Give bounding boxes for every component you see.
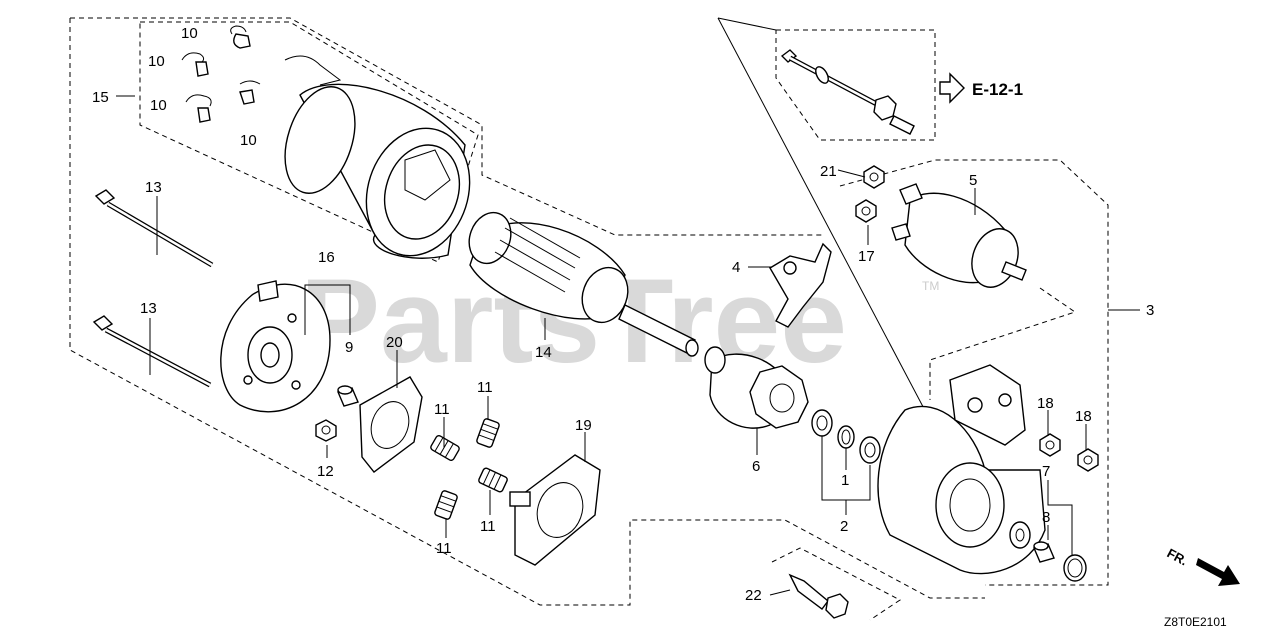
reference-label[interactable]: E-12-1 xyxy=(972,80,1023,99)
callout-16: 16 xyxy=(318,249,335,266)
pinion-clutch xyxy=(704,346,809,429)
callout-11: 11 xyxy=(480,518,496,535)
bolt-ref-leader xyxy=(717,17,931,421)
bushing-9 xyxy=(337,385,359,407)
nut-18a xyxy=(1039,433,1061,457)
callout-17: 17 xyxy=(858,248,875,265)
bolt-ref-outline xyxy=(775,29,936,141)
callout-21: 21 xyxy=(820,163,837,180)
callout-12: 12 xyxy=(317,463,334,480)
leader-lines xyxy=(116,95,1140,596)
callout-9: 9 xyxy=(345,339,353,356)
callout-11: 11 xyxy=(434,401,450,418)
callout-4: 4 xyxy=(732,259,740,276)
through-bolt-13b xyxy=(92,315,212,388)
callout-10: 10 xyxy=(240,132,257,149)
callout-13: 13 xyxy=(145,179,162,196)
front-direction-arrow-icon xyxy=(1196,558,1240,586)
callout-11: 11 xyxy=(436,540,452,557)
brush-spring-10c xyxy=(185,94,212,123)
callout-10: 10 xyxy=(181,25,198,42)
washer-1a xyxy=(811,409,833,437)
washer-1b xyxy=(859,436,881,464)
brush-spring-10d xyxy=(239,80,261,105)
spring-11a xyxy=(476,418,500,448)
bushing-8 xyxy=(1033,541,1055,563)
callout-8: 8 xyxy=(1042,509,1050,526)
bolt-22 xyxy=(788,573,849,619)
callout-11: 11 xyxy=(477,379,493,396)
callout-10: 10 xyxy=(150,97,167,114)
callout-2: 2 xyxy=(840,518,848,535)
snap-ring-1 xyxy=(837,425,855,449)
brush-spring-10b xyxy=(181,52,209,77)
bolt-ref-leader-2 xyxy=(717,17,777,31)
rear-cover xyxy=(220,280,331,413)
callout-5: 5 xyxy=(969,172,977,189)
callout-20: 20 xyxy=(386,334,403,351)
callout-15: 15 xyxy=(92,89,109,106)
solenoid xyxy=(891,183,1027,288)
nut-12 xyxy=(315,419,337,442)
solenoid-group-outline-2 xyxy=(929,287,1077,400)
callout-19: 19 xyxy=(575,417,592,434)
nut-18b xyxy=(1077,448,1099,472)
bolt22-outline xyxy=(771,547,901,621)
shift-lever xyxy=(769,242,832,328)
brush-holder-plate xyxy=(359,376,423,473)
spring-11d xyxy=(434,490,458,520)
spring-11c xyxy=(478,467,508,493)
armature xyxy=(468,211,699,357)
callout-10: 10 xyxy=(148,53,165,70)
spring-11b xyxy=(430,434,460,462)
callout-3: 3 xyxy=(1146,302,1154,319)
front-label: FR. xyxy=(1165,545,1191,568)
callout-14: 14 xyxy=(535,344,552,361)
motor-yoke xyxy=(284,55,471,259)
nut-21 xyxy=(863,165,885,189)
callout-7: 7 xyxy=(1042,463,1050,480)
callout-6: 6 xyxy=(752,458,760,475)
solenoid-group-outline xyxy=(839,159,1109,586)
front-housing xyxy=(877,364,1046,575)
brush-spring-10a xyxy=(230,25,251,49)
through-bolt-13a xyxy=(94,189,214,268)
ref-arrow-icon xyxy=(939,72,965,104)
callout-18: 18 xyxy=(1075,408,1092,425)
callout-18: 18 xyxy=(1037,395,1054,412)
brush-holder-19 xyxy=(509,454,601,566)
watermark-trademark: TM xyxy=(922,279,939,293)
callout-13: 13 xyxy=(140,300,157,317)
group-outline-left xyxy=(69,18,985,606)
group-outline-top xyxy=(70,17,825,236)
diagram-code: Z8T0E2101 xyxy=(1164,615,1227,629)
callout-1: 1 xyxy=(841,472,849,489)
seal-cap-7 xyxy=(1063,554,1087,582)
callout-22: 22 xyxy=(745,587,762,604)
nut-17 xyxy=(855,199,877,223)
mounting-bolt-ref xyxy=(780,49,915,135)
